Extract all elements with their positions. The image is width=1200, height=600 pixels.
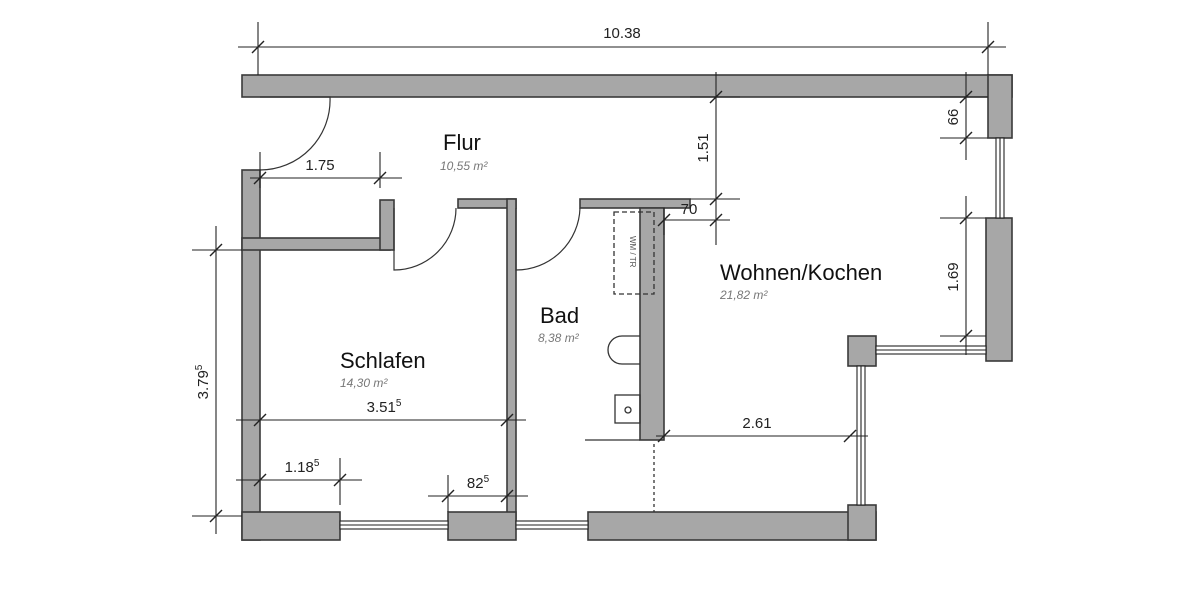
wall-left: [241, 169, 261, 541]
room-name-schlafen: Schlafen: [340, 348, 426, 373]
room-name-flur: Flur: [443, 130, 481, 155]
door-bad: [515, 207, 581, 271]
wall-bath-kitchen: [639, 207, 665, 441]
wall-right-upper: [987, 74, 1013, 139]
room-area-bad: 8,38 m²: [538, 331, 580, 345]
room-name-wohnen: Wohnen/Kochen: [720, 260, 882, 285]
dim-window-upper: 66: [945, 109, 962, 126]
washer-label: WM / TR: [628, 236, 637, 268]
door-schlafen: [393, 207, 457, 271]
wall-bottom-right: [587, 511, 877, 541]
room-area-wohnen: 21,82 m²: [719, 288, 768, 302]
room-name-bad: Bad: [540, 303, 579, 328]
toilet-icon: [607, 335, 640, 365]
wall-bottom-mid: [447, 511, 517, 541]
dim-window-lower: 1.69: [945, 262, 962, 291]
walls: [241, 74, 1013, 541]
dim-schlafen-height: 3.795: [194, 364, 212, 399]
room-area-flur: 10,55 m²: [440, 159, 488, 173]
dim-kitchen-offset: 70: [681, 201, 698, 218]
door-entrance: [259, 96, 331, 171]
dim-schlafen-width: 3.515: [367, 398, 402, 416]
doors: [259, 96, 581, 271]
dim-door-width: 825: [467, 474, 490, 492]
sink-icon: [614, 394, 641, 424]
wall-corner-column: [847, 335, 877, 367]
wall-corner-bottom: [847, 504, 877, 541]
wall-bottom-left: [241, 511, 341, 541]
wall-top: [241, 74, 1013, 98]
wall-column-flur: [379, 199, 395, 251]
dim-total-width: 10.38: [603, 25, 641, 42]
wall-bath-top: [579, 198, 691, 209]
dim-flur-depth: 1.51: [695, 133, 712, 162]
dim-flur-width: 1.75: [305, 157, 334, 174]
wall-schlafen-bad: [506, 198, 517, 520]
windows: [339, 137, 1005, 530]
dim-window-left: 1.185: [285, 458, 320, 476]
bath-fixtures: WM / TR: [585, 211, 655, 512]
dim-living-width: 2.61: [742, 415, 771, 432]
wall-schlafen-top: [241, 237, 391, 251]
room-area-schlafen: 14,30 m²: [340, 376, 388, 390]
room-labels: Flur 10,55 m² Schlafen 14,30 m² Bad 8,38…: [340, 130, 882, 390]
wall-right-lower: [985, 217, 1013, 362]
washer-dryer: [613, 211, 655, 295]
dimension-lines: 10.38 1.75 1.51 70 66 1.69: [192, 22, 1006, 534]
